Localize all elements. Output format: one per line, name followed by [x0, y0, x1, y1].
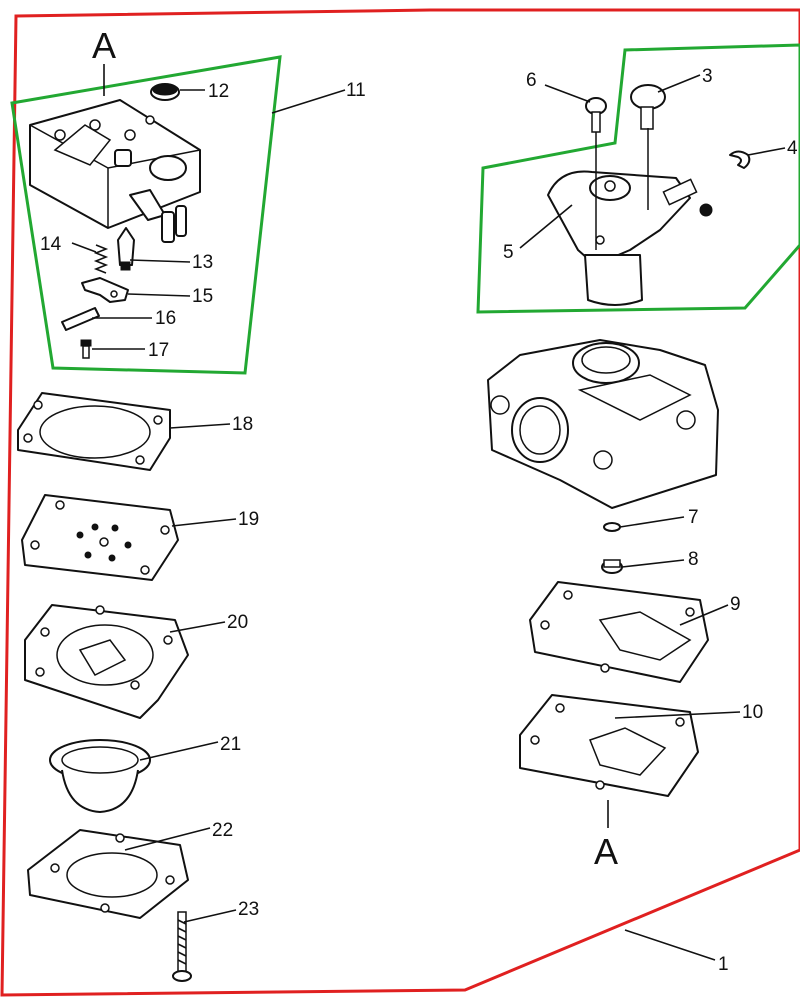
- part-label-15: 15: [192, 286, 213, 307]
- metering-cover-part: [29, 99, 201, 243]
- part-label-13: 13: [192, 252, 213, 273]
- metering-lever-part: [81, 277, 129, 303]
- part-label-11: 11: [346, 80, 366, 101]
- spring-part: [93, 244, 109, 274]
- assembly-outline: [0, 8, 800, 997]
- part-label-21: 21: [220, 734, 241, 755]
- part-label-14: 14: [40, 234, 62, 255]
- part-label-12: 12: [208, 81, 229, 102]
- part-label-9: 9: [730, 594, 741, 615]
- screw-6-part: [585, 97, 607, 133]
- subassembly-outline-left: [10, 55, 282, 375]
- plug-8-part: [601, 559, 623, 574]
- inlet-needle-part: [117, 227, 135, 271]
- part-label-19: 19: [238, 509, 259, 530]
- part-label-23: 23: [238, 899, 259, 920]
- part-label-17: 17: [148, 340, 169, 361]
- e-clip-4-part: [729, 150, 751, 169]
- pump-body-20-part: [24, 604, 189, 719]
- part-label-6: 6: [526, 70, 537, 91]
- part-label-20: 20: [227, 612, 248, 633]
- subassembly-outline-right: [476, 43, 800, 314]
- idle-screw-3-part: [630, 84, 666, 130]
- o-ring-7-part: [603, 522, 621, 532]
- part-label-3: 3: [702, 66, 713, 87]
- section-letter-a-top: A: [92, 25, 116, 66]
- part-label-10: 10: [742, 702, 763, 723]
- part-label-22: 22: [212, 820, 233, 841]
- lever-pin-part: [61, 307, 100, 331]
- section-letter-a-bottom: A: [594, 831, 618, 872]
- part-label-8: 8: [688, 549, 699, 570]
- primer-bulb-21-part: [49, 739, 151, 813]
- part-label-5: 5: [503, 242, 514, 263]
- part-label-7: 7: [688, 507, 699, 528]
- lever-screw-part: [80, 339, 92, 359]
- long-screw-23-part: [172, 911, 192, 982]
- gasket-18-part: [17, 392, 171, 471]
- primer-retainer-22-part: [27, 829, 189, 919]
- throttle-lever-5-part: [547, 128, 713, 306]
- gasket-9-part: [529, 581, 709, 683]
- part-label-1: 1: [718, 954, 729, 975]
- part-label-16: 16: [155, 308, 176, 329]
- leader-lines: [71, 64, 786, 961]
- diaphragm-10-part: [519, 694, 699, 797]
- part-label-4: 4: [787, 138, 798, 159]
- part-label-18: 18: [232, 414, 253, 435]
- filter-screen-part: [150, 83, 180, 101]
- diaphragm-19-part: [21, 494, 179, 581]
- carburetor-body-part: [487, 339, 719, 509]
